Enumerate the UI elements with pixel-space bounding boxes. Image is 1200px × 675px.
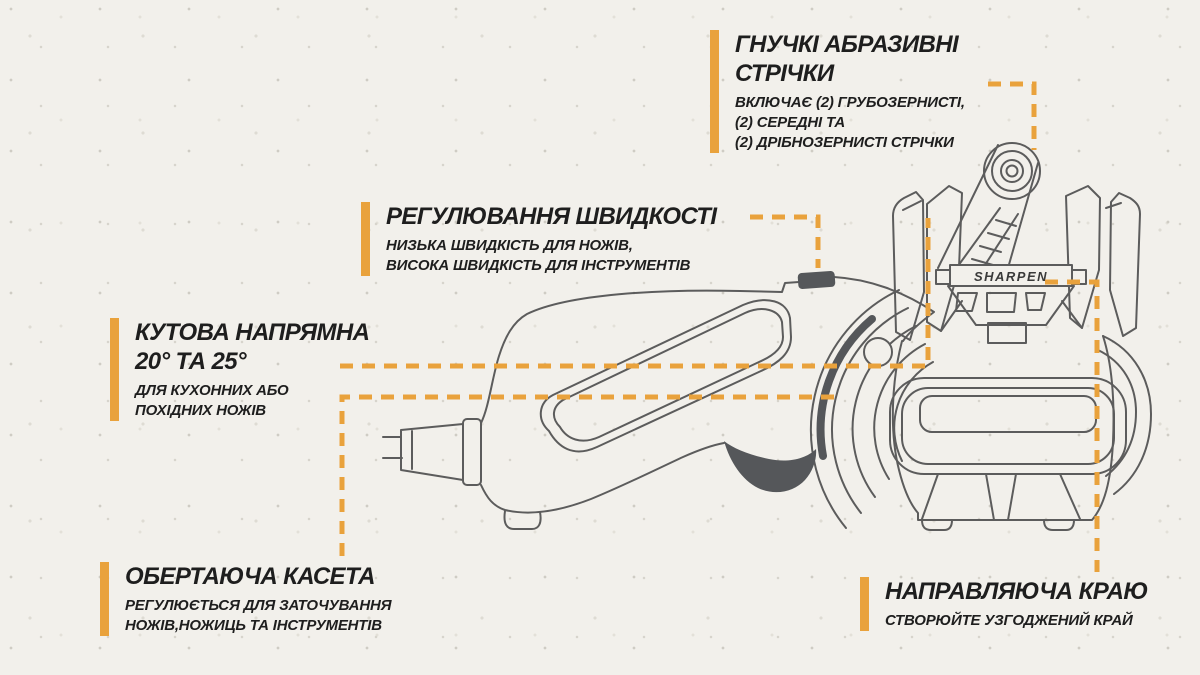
accent-bar xyxy=(110,318,119,421)
callout-title: ГНУЧКІ АБРАЗИВНІ СТРІЧКИ xyxy=(735,31,959,87)
power-cord xyxy=(382,418,482,486)
callout-description: РЕГУЛЮЄТЬСЯ ДЛЯ ЗАТОЧУВАННЯ НОЖІВ,НОЖИЦЬ… xyxy=(125,597,392,634)
accent-bar xyxy=(100,562,109,636)
callout-angle-guide: КУТОВА НАПРЯМНА 20° ТА 25° ДЛЯ КУХОННИХ … xyxy=(110,318,370,421)
edge-guide-arms xyxy=(892,185,1141,341)
callout-description: СТВОРЮЙТЕ УЗГОДЖЕНИЙ КРАЙ xyxy=(885,612,1133,629)
connector-abrasive-belts xyxy=(988,81,1037,150)
speed-switch xyxy=(797,270,836,289)
accent-bar xyxy=(860,577,869,631)
callout-title: ОБЕРТАЮЧА КАСЕТА xyxy=(125,563,375,590)
brand-plate-text: SHARPEN xyxy=(974,269,1048,284)
trigger xyxy=(724,441,817,493)
callout-description: ДЛЯ КУХОННИХ АБО ПОХІДНИХ НОЖІВ xyxy=(135,382,289,419)
callout-title: РЕГУЛЮВАННЯ ШВИДКОСТІ xyxy=(386,203,717,230)
callout-edge-guide: НАПРАВЛЯЮЧА КРАЮ СТВОРЮЙТЕ УЗГОДЖЕНИЙ КР… xyxy=(860,577,1148,631)
head-base xyxy=(889,335,1152,531)
connector-edge-guide xyxy=(1045,279,1100,572)
callout-connectors xyxy=(339,81,1100,572)
callout-speed-adjustment: РЕГУЛЮВАННЯ ШВИДКОСТІ НИЗЬКА ШВИДКІСТЬ Д… xyxy=(361,202,717,276)
abrasive-belt-tower xyxy=(937,142,1041,269)
callout-flexible-abrasive-belts: ГНУЧКІ АБРАЗИВНІ СТРІЧКИ ВКЛЮЧАЄ (2) ГРУ… xyxy=(710,30,965,153)
callout-description: ВКЛЮЧАЄ (2) ГРУБОЗЕРНИСТІ, (2) СЕРЕДНІ Т… xyxy=(735,94,965,151)
rotating-cassette-drum xyxy=(809,289,934,529)
callout-title: КУТОВА НАПРЯМНА 20° ТА 25° xyxy=(135,319,370,375)
connector-rotating-cassette xyxy=(339,394,841,556)
belt-cassette-casting xyxy=(947,285,1075,344)
handle-body xyxy=(480,276,935,530)
accent-bar xyxy=(710,30,719,153)
callout-description: НИЗЬКА ШВИДКІСТЬ ДЛЯ НОЖІВ, ВИСОКА ШВИДК… xyxy=(386,237,691,274)
accent-bar xyxy=(361,202,370,276)
brand-plate: SHARPEN xyxy=(935,264,1087,287)
callout-rotating-cassette: ОБЕРТАЮЧА КАСЕТА РЕГУЛЮЄТЬСЯ ДЛЯ ЗАТОЧУВ… xyxy=(100,562,392,636)
callout-title: НАПРАВЛЯЮЧА КРАЮ xyxy=(885,578,1148,605)
connector-speed-adjustment xyxy=(750,214,821,268)
